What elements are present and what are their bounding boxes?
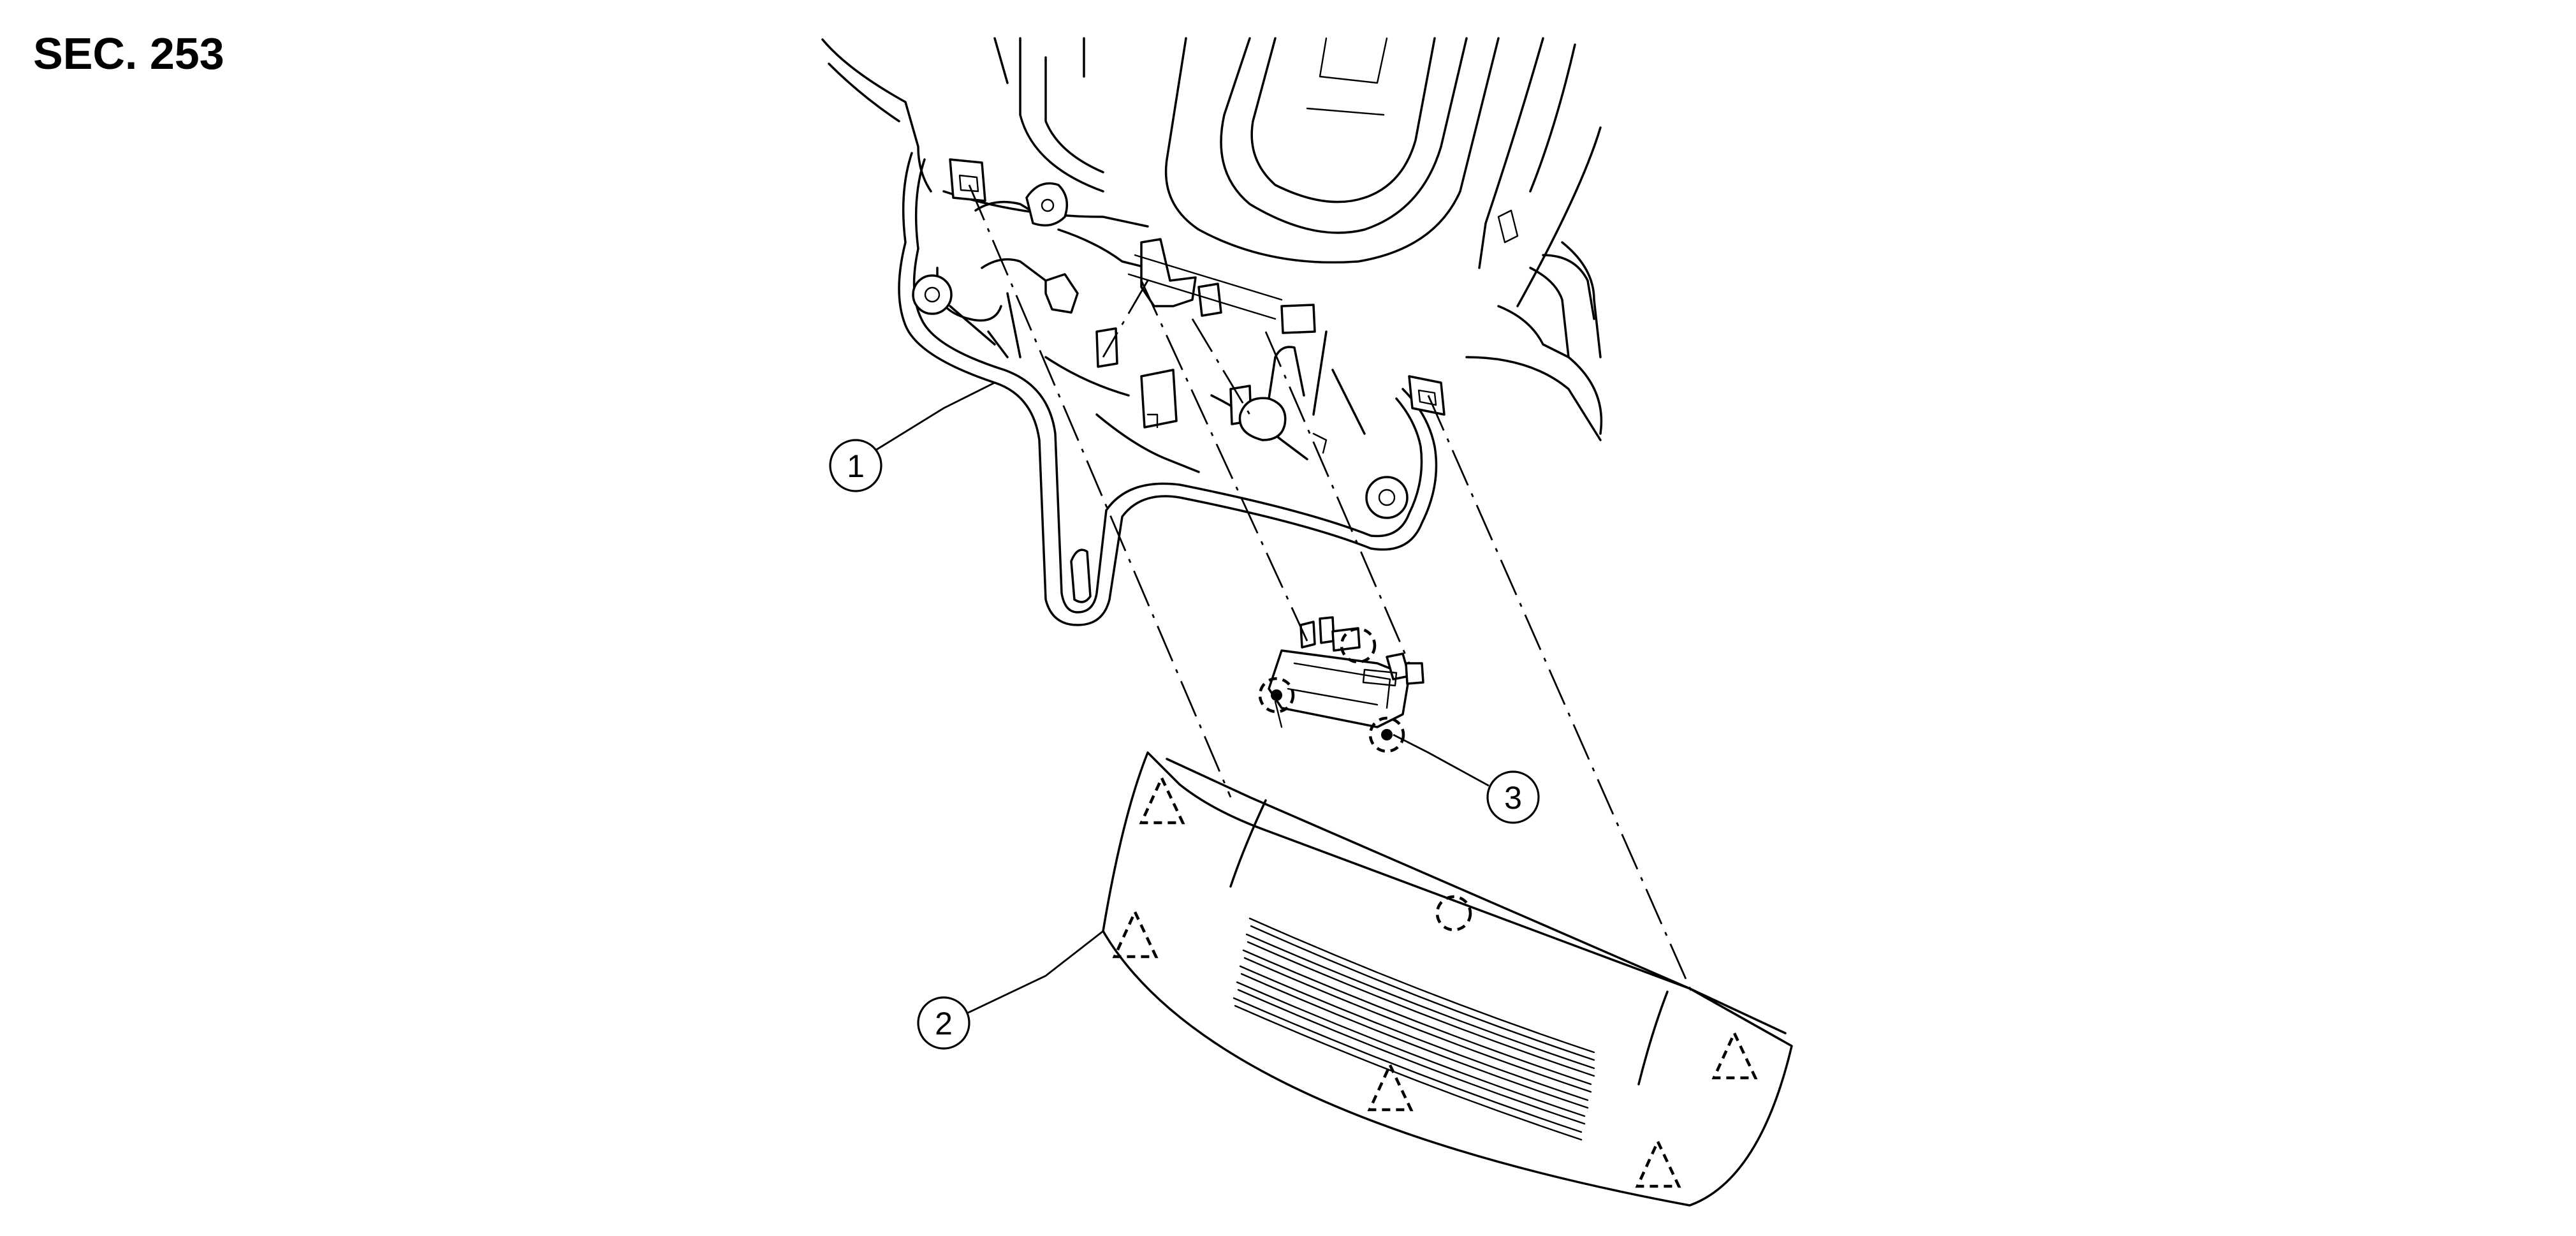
roof-console-frame [821, 37, 1603, 626]
callout-1: 1 [829, 381, 995, 492]
clip-marker-triangle [1139, 774, 1185, 825]
callout-label: 2 [935, 1006, 953, 1041]
callout-2: 2 [917, 930, 1104, 1050]
callout-label: 3 [1504, 780, 1522, 816]
lens-grille [1233, 917, 1595, 1141]
clip-marker-circle [1435, 895, 1472, 932]
clip-marker-triangle [1711, 1029, 1758, 1080]
clip-marker-triangle [1112, 908, 1159, 959]
console-cover-panel [1102, 751, 1793, 1207]
section-label: SEC. 253 [33, 29, 224, 78]
clip-marker-triangle [1635, 1138, 1681, 1188]
callout-3: 3 [1393, 733, 1540, 824]
callout-label: 1 [847, 448, 865, 484]
clip-marker-triangle [1367, 1061, 1414, 1112]
lamp-switch-unit [1258, 616, 1424, 753]
assembly-lines [968, 184, 1694, 996]
